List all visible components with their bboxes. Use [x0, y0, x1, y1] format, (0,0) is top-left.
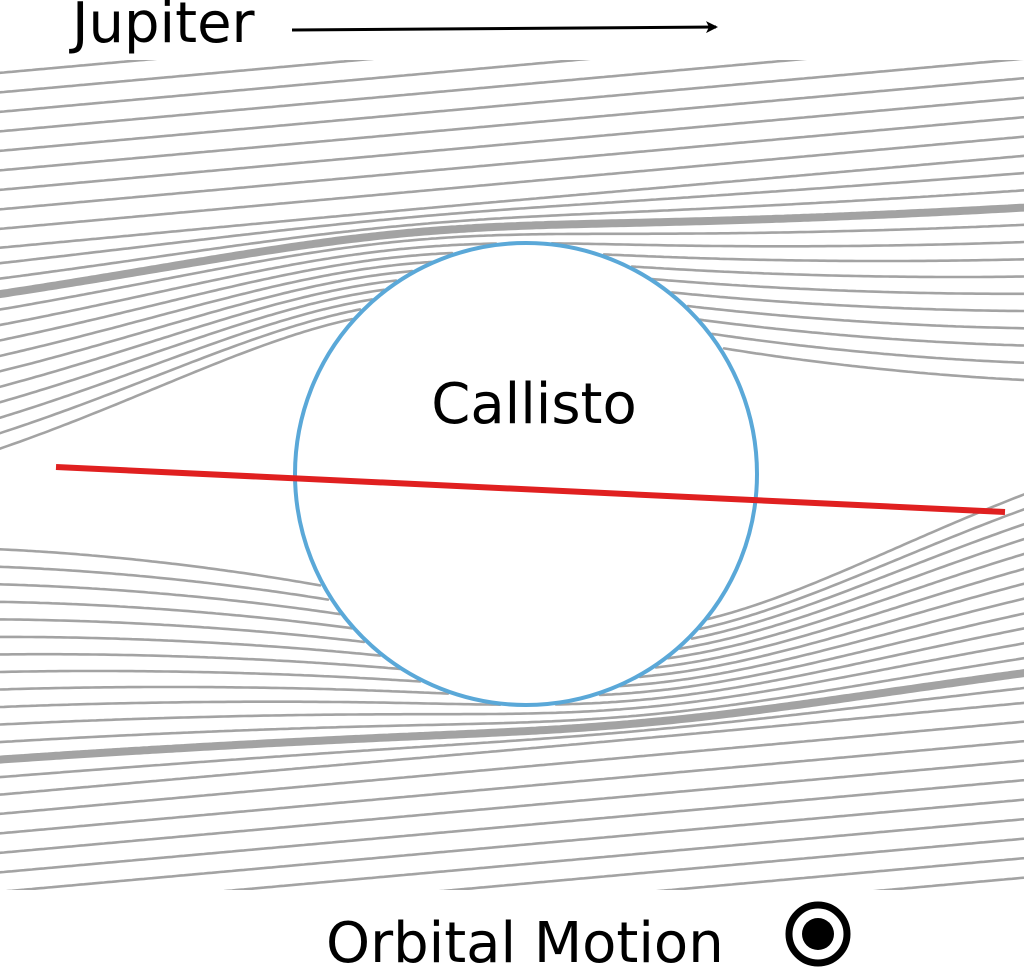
field-line: [678, 537, 1024, 650]
field-line: [0, 154, 1024, 250]
field-line: [0, 656, 1024, 744]
field-line: [638, 582, 1024, 679]
field-line: [0, 279, 398, 389]
field-line: [0, 618, 366, 644]
separatrix-field-line: [0, 203, 1024, 299]
field-line: [654, 567, 1024, 669]
circle-dot-out-of-page-icon: [785, 901, 851, 967]
field-line: [690, 522, 1024, 640]
field-line: [0, 115, 1024, 211]
callisto-disk: [293, 241, 759, 707]
field-line: [630, 265, 1024, 279]
field-line: [0, 242, 498, 327]
field-line: [0, 652, 402, 671]
field-line: [655, 856, 1024, 890]
field-line: [0, 251, 454, 342]
field-line: [0, 547, 322, 587]
field-line: [438, 837, 1024, 890]
field-line: [698, 318, 1024, 347]
field-line: [0, 739, 1024, 835]
field-line: [602, 253, 1024, 263]
field-line: [222, 817, 1024, 890]
field-line: [0, 686, 1024, 779]
field-line: [0, 269, 414, 373]
field-line: [0, 317, 354, 450]
arrow-right-icon: [291, 21, 718, 34]
field-line: [0, 223, 1024, 311]
field-line: [0, 720, 1024, 816]
field-line: [722, 347, 1024, 382]
field-line: [0, 759, 1024, 855]
field-line: [0, 685, 450, 695]
field-line: [0, 76, 1024, 172]
field-line: [618, 597, 1024, 688]
field-line: [0, 298, 374, 420]
field-line: [0, 171, 1024, 265]
field-line: [554, 627, 1024, 706]
field-line: [0, 308, 362, 435]
field-line: [0, 778, 1024, 874]
field-line: [0, 582, 342, 616]
field-line: [0, 60, 375, 94]
field-line: [0, 641, 1024, 726]
field-line: [0, 60, 1024, 153]
field-line: [0, 635, 382, 657]
callisto-label: Callisto: [431, 372, 637, 437]
field-line: [0, 135, 1024, 231]
field-line: [698, 507, 1024, 631]
field-line: [598, 612, 1024, 697]
field-line: [0, 188, 1024, 280]
field-line: [0, 669, 422, 683]
field-line: [0, 700, 502, 709]
field-line: [0, 701, 1024, 796]
field-line: [0, 96, 1024, 192]
jupiter-label: Jupiter: [69, 0, 256, 56]
field-line: [0, 60, 591, 114]
field-line: [0, 565, 330, 601]
field-line: [0, 288, 386, 404]
field-line: [650, 277, 1024, 296]
separatrix-field-line: [0, 669, 1024, 764]
field-line: [550, 240, 1024, 248]
field-line: [686, 304, 1024, 330]
field-line: [710, 332, 1024, 365]
orbital-motion-label: Orbital Motion: [326, 911, 724, 968]
field-line: [5, 798, 1024, 890]
field-line: [0, 60, 808, 133]
field-line: [670, 291, 1024, 313]
field-line: [666, 552, 1024, 660]
cross-line: [55, 464, 1006, 515]
field-line: [0, 260, 434, 358]
field-line: [0, 600, 354, 630]
